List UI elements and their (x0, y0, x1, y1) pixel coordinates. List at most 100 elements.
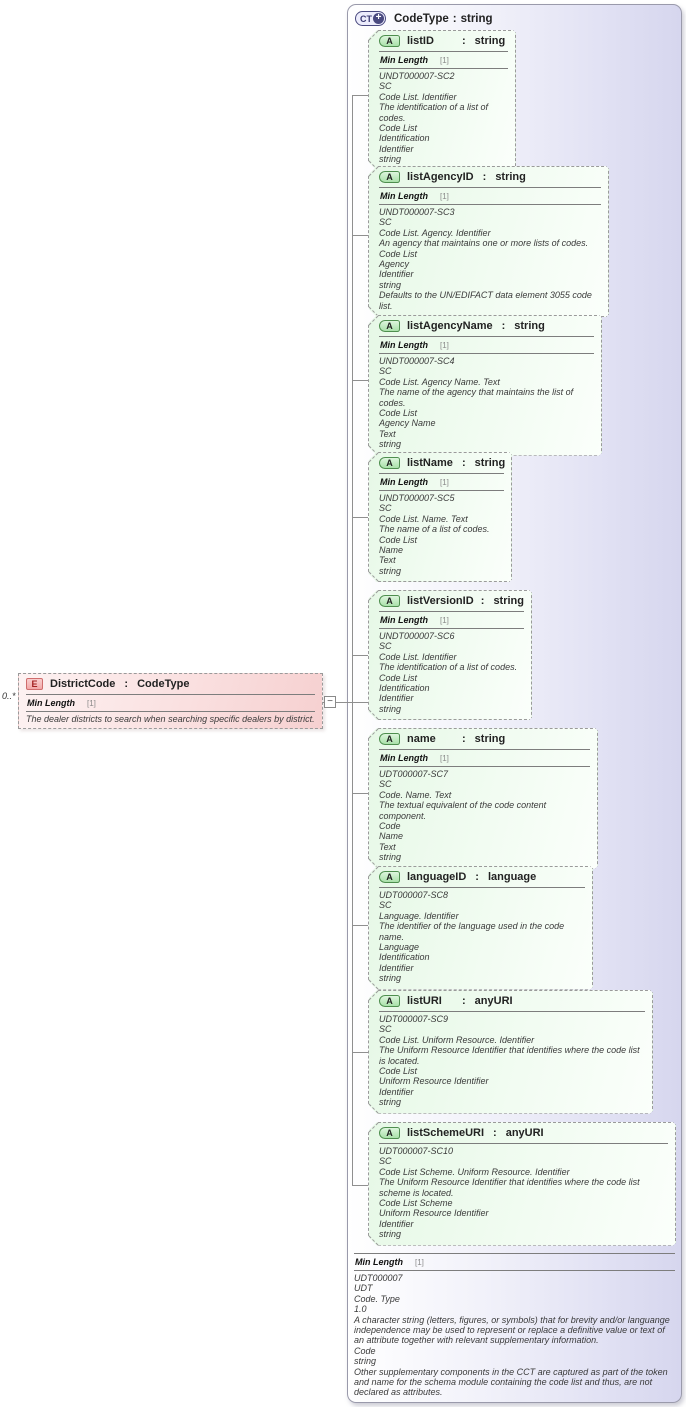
complextype-icon[interactable]: CT + (355, 11, 386, 26)
separator (379, 490, 504, 491)
element-box-DistrictCode[interactable]: E DistrictCode : CodeType Min Length [1]… (18, 673, 323, 730)
facet-value: [1] (440, 341, 449, 350)
attr-type: string (474, 457, 506, 469)
element-type: CodeType (137, 678, 190, 690)
separator (379, 473, 504, 474)
attr-type: string (474, 733, 506, 745)
attr-type: string (514, 320, 545, 332)
facet-row: Min Length [1] (379, 614, 524, 627)
facet-row: Min Length [1] (379, 339, 594, 352)
facet-row: Min Length [1] (379, 752, 590, 765)
facet-row: Min Length [1] (379, 54, 508, 67)
attr-type: anyURI (474, 995, 513, 1007)
separator (354, 1253, 675, 1254)
attr-box-listVersionID[interactable]: A listVersionID : string Min Length [1] … (368, 590, 532, 720)
attr-type: language (487, 871, 537, 883)
facet-label: Min Length (380, 615, 428, 625)
attr-annotation: UNDT000007-SC4 SC Code List. Agency Name… (379, 356, 574, 450)
complextype-header: CT + CodeType:string (348, 5, 681, 30)
attr-header: A listAgencyName : string (379, 319, 594, 335)
element-icon: E (26, 678, 43, 690)
connector-attributes-spine (352, 95, 353, 1186)
separator (379, 749, 590, 750)
attribute-icon: A (379, 171, 400, 183)
connector-stub (352, 655, 368, 656)
attribute-icon: A (379, 35, 400, 47)
attr-header: A listVersionID : string (379, 594, 524, 610)
colon: : (501, 320, 506, 332)
facet-label: Min Length (380, 191, 428, 201)
attr-box-listAgencyID[interactable]: A listAgencyID : string Min Length [1] U… (368, 166, 609, 317)
facet-label: Min Length (380, 55, 428, 65)
attr-name: listID (407, 35, 434, 47)
attr-box-listSchemeURI[interactable]: A listSchemeURI : anyURI UDT000007-SC10 … (368, 1122, 676, 1246)
connector-stub (352, 925, 368, 926)
separator (379, 1143, 668, 1144)
attr-box-languageID[interactable]: A languageID : language UDT000007-SC8 SC… (368, 866, 593, 990)
separator (379, 336, 594, 337)
attribute-icon: A (379, 995, 400, 1007)
attr-type: string (493, 595, 524, 607)
attr-header: A languageID : language (379, 870, 585, 886)
attr-box-listID[interactable]: A listID : string Min Length [1] UNDT000… (368, 30, 516, 171)
facet-value: [1] (87, 699, 96, 708)
separator (26, 694, 315, 695)
complextype-base-type: string (460, 12, 493, 25)
complextype-title: CodeType:string (394, 13, 493, 25)
attr-header: A listSchemeURI : anyURI (379, 1126, 668, 1142)
attr-annotation: UNDT000007-SC2 SC Code List. Identifier … (379, 71, 489, 165)
attribute-icon: A (379, 871, 400, 883)
separator (379, 766, 590, 767)
facet-label: Min Length (380, 477, 428, 487)
colon: : (482, 171, 487, 183)
attr-name: listVersionID (407, 595, 474, 607)
attr-header: A name : string (379, 732, 590, 748)
separator (379, 187, 601, 188)
attr-annotation: UDT000007-SC10 SC Code List Scheme. Unif… (379, 1146, 640, 1240)
attr-name: listSchemeURI (407, 1127, 485, 1139)
connector-stub (352, 380, 368, 381)
separator (379, 611, 524, 612)
colon: : (124, 678, 129, 690)
attr-name: listAgencyName (407, 320, 493, 332)
attr-box-listName[interactable]: A listName : string Min Length [1] UNDT0… (368, 452, 512, 582)
attr-name: listAgencyID (407, 171, 474, 183)
separator (379, 204, 601, 205)
colon: : (462, 995, 466, 1007)
attr-name: languageID (407, 871, 467, 883)
separator (379, 51, 508, 52)
collapse-toggle-icon[interactable]: − (324, 696, 336, 708)
codetype-facets-section: Min Length [1] UDT000007 UDT Code. Type … (354, 1252, 675, 1398)
separator (379, 887, 585, 888)
attr-box-listAgencyName[interactable]: A listAgencyName : string Min Length [1]… (368, 315, 602, 456)
attr-annotation: UDT000007-SC8 SC Language. Identifier Th… (379, 890, 565, 984)
separator (26, 711, 315, 712)
attr-header: A listName : string (379, 456, 504, 472)
attr-box-name[interactable]: A name : string Min Length [1] UDT000007… (368, 728, 598, 869)
facet-label: Min Length (380, 753, 428, 763)
connector-element-to-type (322, 702, 368, 703)
attribute-icon: A (379, 1127, 400, 1139)
facet-value: [1] (440, 754, 449, 763)
attr-header: A listAgencyID : string (379, 170, 601, 186)
facet-row: Min Length [1] (379, 476, 504, 489)
separator (379, 353, 594, 354)
facet-label: Min Length (27, 698, 75, 708)
facet-value: [1] (440, 192, 449, 201)
separator (379, 68, 508, 69)
facet-value: [1] (440, 478, 449, 487)
facet-value: [1] (440, 616, 449, 625)
connector-stub (352, 235, 368, 236)
attr-annotation: UNDT000007-SC5 SC Code List. Name. Text … (379, 493, 490, 576)
attr-box-listURI[interactable]: A listURI : anyURI UDT000007-SC9 SC Code… (368, 990, 653, 1114)
colon: : (475, 871, 479, 883)
attr-name: listName (407, 457, 453, 469)
attribute-icon: A (379, 320, 400, 332)
facet-row: Min Length [1] (354, 1256, 675, 1269)
facet-label: Min Length (355, 1257, 403, 1267)
element-annotation: The dealer districts to search when sear… (26, 714, 315, 724)
colon: : (462, 35, 466, 47)
colon: : (493, 1127, 497, 1139)
expand-icon[interactable]: + (373, 13, 384, 24)
